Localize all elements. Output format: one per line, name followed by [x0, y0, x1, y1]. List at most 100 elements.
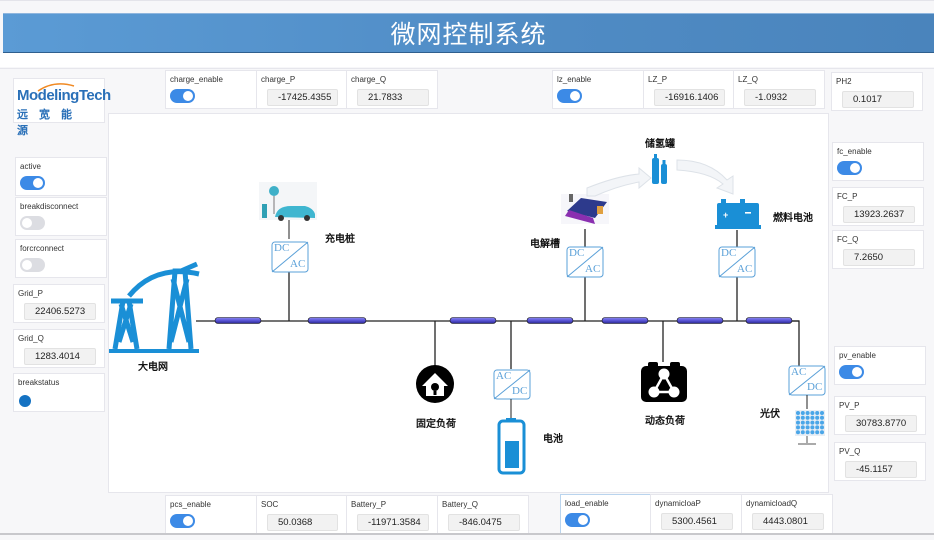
battery-q-label: Battery_Q [442, 500, 479, 509]
active-toggle[interactable] [20, 176, 45, 190]
dynamic-load-icon [641, 362, 687, 402]
pv-p-card: PV_P 30783.8770 [834, 396, 926, 435]
charge-p-card: charge_P -17425.4355 [256, 70, 347, 109]
charge-enable-card: charge_enable [165, 70, 257, 109]
dynamicloadq-label: dynamicloadQ [746, 499, 798, 508]
solar-cell [810, 430, 815, 435]
logo-brand-cn: 远宽能源 [17, 109, 83, 137]
converter-electrolyzer-dc-label: DC [569, 247, 585, 259]
battery-icon [497, 418, 526, 475]
solar-cell [805, 430, 810, 435]
solar-cell [796, 430, 800, 435]
title-bar: 微网控制系统 [3, 13, 934, 53]
cable-segment [676, 317, 724, 324]
solar-cell [805, 415, 810, 420]
breakdisconnect-label: breakdisconnect [20, 202, 79, 211]
dynamicloadq-card: dynamicloadQ 4443.0801 [741, 494, 833, 534]
fc-p-card: FC_P 13923.2637 [832, 187, 924, 226]
logo-swoosh-icon [37, 83, 75, 92]
dynamicloap-value: 5300.4561 [661, 513, 733, 530]
lz-p-card: LZ_P -16916.1406 [643, 70, 734, 109]
fc-enable-toggle[interactable] [837, 161, 862, 175]
ph2-value: 0.1017 [842, 91, 914, 108]
cable-segment [601, 317, 649, 324]
load-enable-toggle[interactable] [565, 513, 590, 527]
solar-panel-icon [795, 410, 825, 445]
converter-charger-dc-label: DC [274, 242, 290, 254]
grid-q-label: Grid_Q [18, 334, 44, 343]
logo-brand-en: ModelingTech [17, 87, 111, 104]
lz-enable-toggle[interactable] [557, 89, 582, 103]
header-strip [0, 53, 934, 67]
solar-cell [810, 411, 815, 415]
solar-cell [815, 411, 820, 415]
grid-p-label: Grid_P [18, 289, 43, 298]
pcs-enable-toggle[interactable] [170, 514, 195, 528]
pv-p-value: 30783.8770 [845, 415, 917, 432]
charge-enable-toggle[interactable] [170, 89, 195, 103]
charge-enable-label: charge_enable [170, 75, 223, 84]
diagram-canvas: + [109, 154, 826, 475]
charge-q-label: charge_Q [351, 75, 387, 84]
grid-q-value: 1283.4014 [24, 348, 96, 365]
fixed-load-house-icon [416, 365, 454, 403]
cable-segment [745, 317, 793, 324]
solar-cell [796, 411, 800, 415]
charger-label: 充电桩 [325, 234, 355, 245]
top-border [0, 0, 934, 1]
pv-branch-line [792, 320, 800, 366]
dynamicloadq-value: 4443.0801 [752, 513, 824, 530]
solar-cell [810, 425, 815, 430]
transmission-tower-icon [109, 261, 200, 353]
solar-cell [796, 415, 800, 420]
solar-cell [800, 411, 805, 415]
pv-q-value: -45.1157 [845, 461, 917, 478]
breakdisconnect-card: breakdisconnect [15, 197, 107, 236]
solar-cell [800, 420, 805, 425]
converter-charger-icon [271, 241, 309, 273]
solar-cell [820, 415, 824, 420]
converter-fuelcell-ac-label: AC [737, 263, 753, 275]
lz-p-value: -16916.1406 [654, 89, 725, 106]
solar-cell [800, 430, 805, 435]
solar-cell [800, 415, 805, 420]
breakstatus-label: breakstatus [18, 378, 60, 387]
forcrconnect-card: forcrconnect [15, 239, 107, 278]
grid-label: 大电网 [138, 362, 168, 373]
fc-q-label: FC_Q [837, 235, 859, 244]
solar-cell [796, 425, 800, 430]
lz-enable-card: lz_enable [552, 70, 644, 109]
battery-q-value: -846.0475 [448, 514, 520, 531]
solar-cell [815, 430, 820, 435]
fixed-load-label: 固定负荷 [416, 419, 456, 430]
pv-enable-card: pv_enable [834, 346, 926, 385]
pv-q-label: PV_Q [839, 447, 861, 456]
solar-cell [805, 425, 810, 430]
solar-cell [810, 420, 815, 425]
charge-q-value: 21.7833 [357, 89, 429, 106]
hydrogen-tank-icon [652, 154, 667, 184]
cable-segment [526, 317, 574, 324]
page-title: 微网控制系统 [390, 21, 547, 49]
solar-cell [820, 411, 824, 415]
breakdisconnect-toggle[interactable] [20, 216, 45, 230]
converter-charger-ac-label: AC [290, 258, 306, 270]
fc-p-value: 13923.2637 [843, 206, 915, 223]
lz-p-label: LZ_P [648, 75, 668, 84]
fc-q-card: FC_Q 7.2650 [832, 230, 924, 269]
forcrconnect-toggle[interactable] [20, 258, 45, 272]
arrow-to-fuelcell-icon [676, 159, 734, 195]
pv-enable-toggle[interactable] [839, 365, 864, 379]
lz-enable-label: lz_enable [557, 75, 592, 84]
ph2-label: PH2 [836, 77, 852, 86]
converter-fuelcell-dc-label: DC [721, 247, 737, 259]
charge-p-value: -17425.4355 [267, 89, 338, 106]
solar-cell [815, 415, 820, 420]
battery-p-card: Battery_P -11971.3584 [346, 495, 438, 534]
fc-enable-card: fc_enable [832, 142, 924, 181]
breakstatus-indicator [19, 395, 31, 407]
soc-label: SOC [261, 500, 279, 509]
converter-pv-dc-label: DC [807, 381, 823, 393]
electrolyzer-icon [561, 194, 609, 224]
divider [0, 68, 934, 69]
